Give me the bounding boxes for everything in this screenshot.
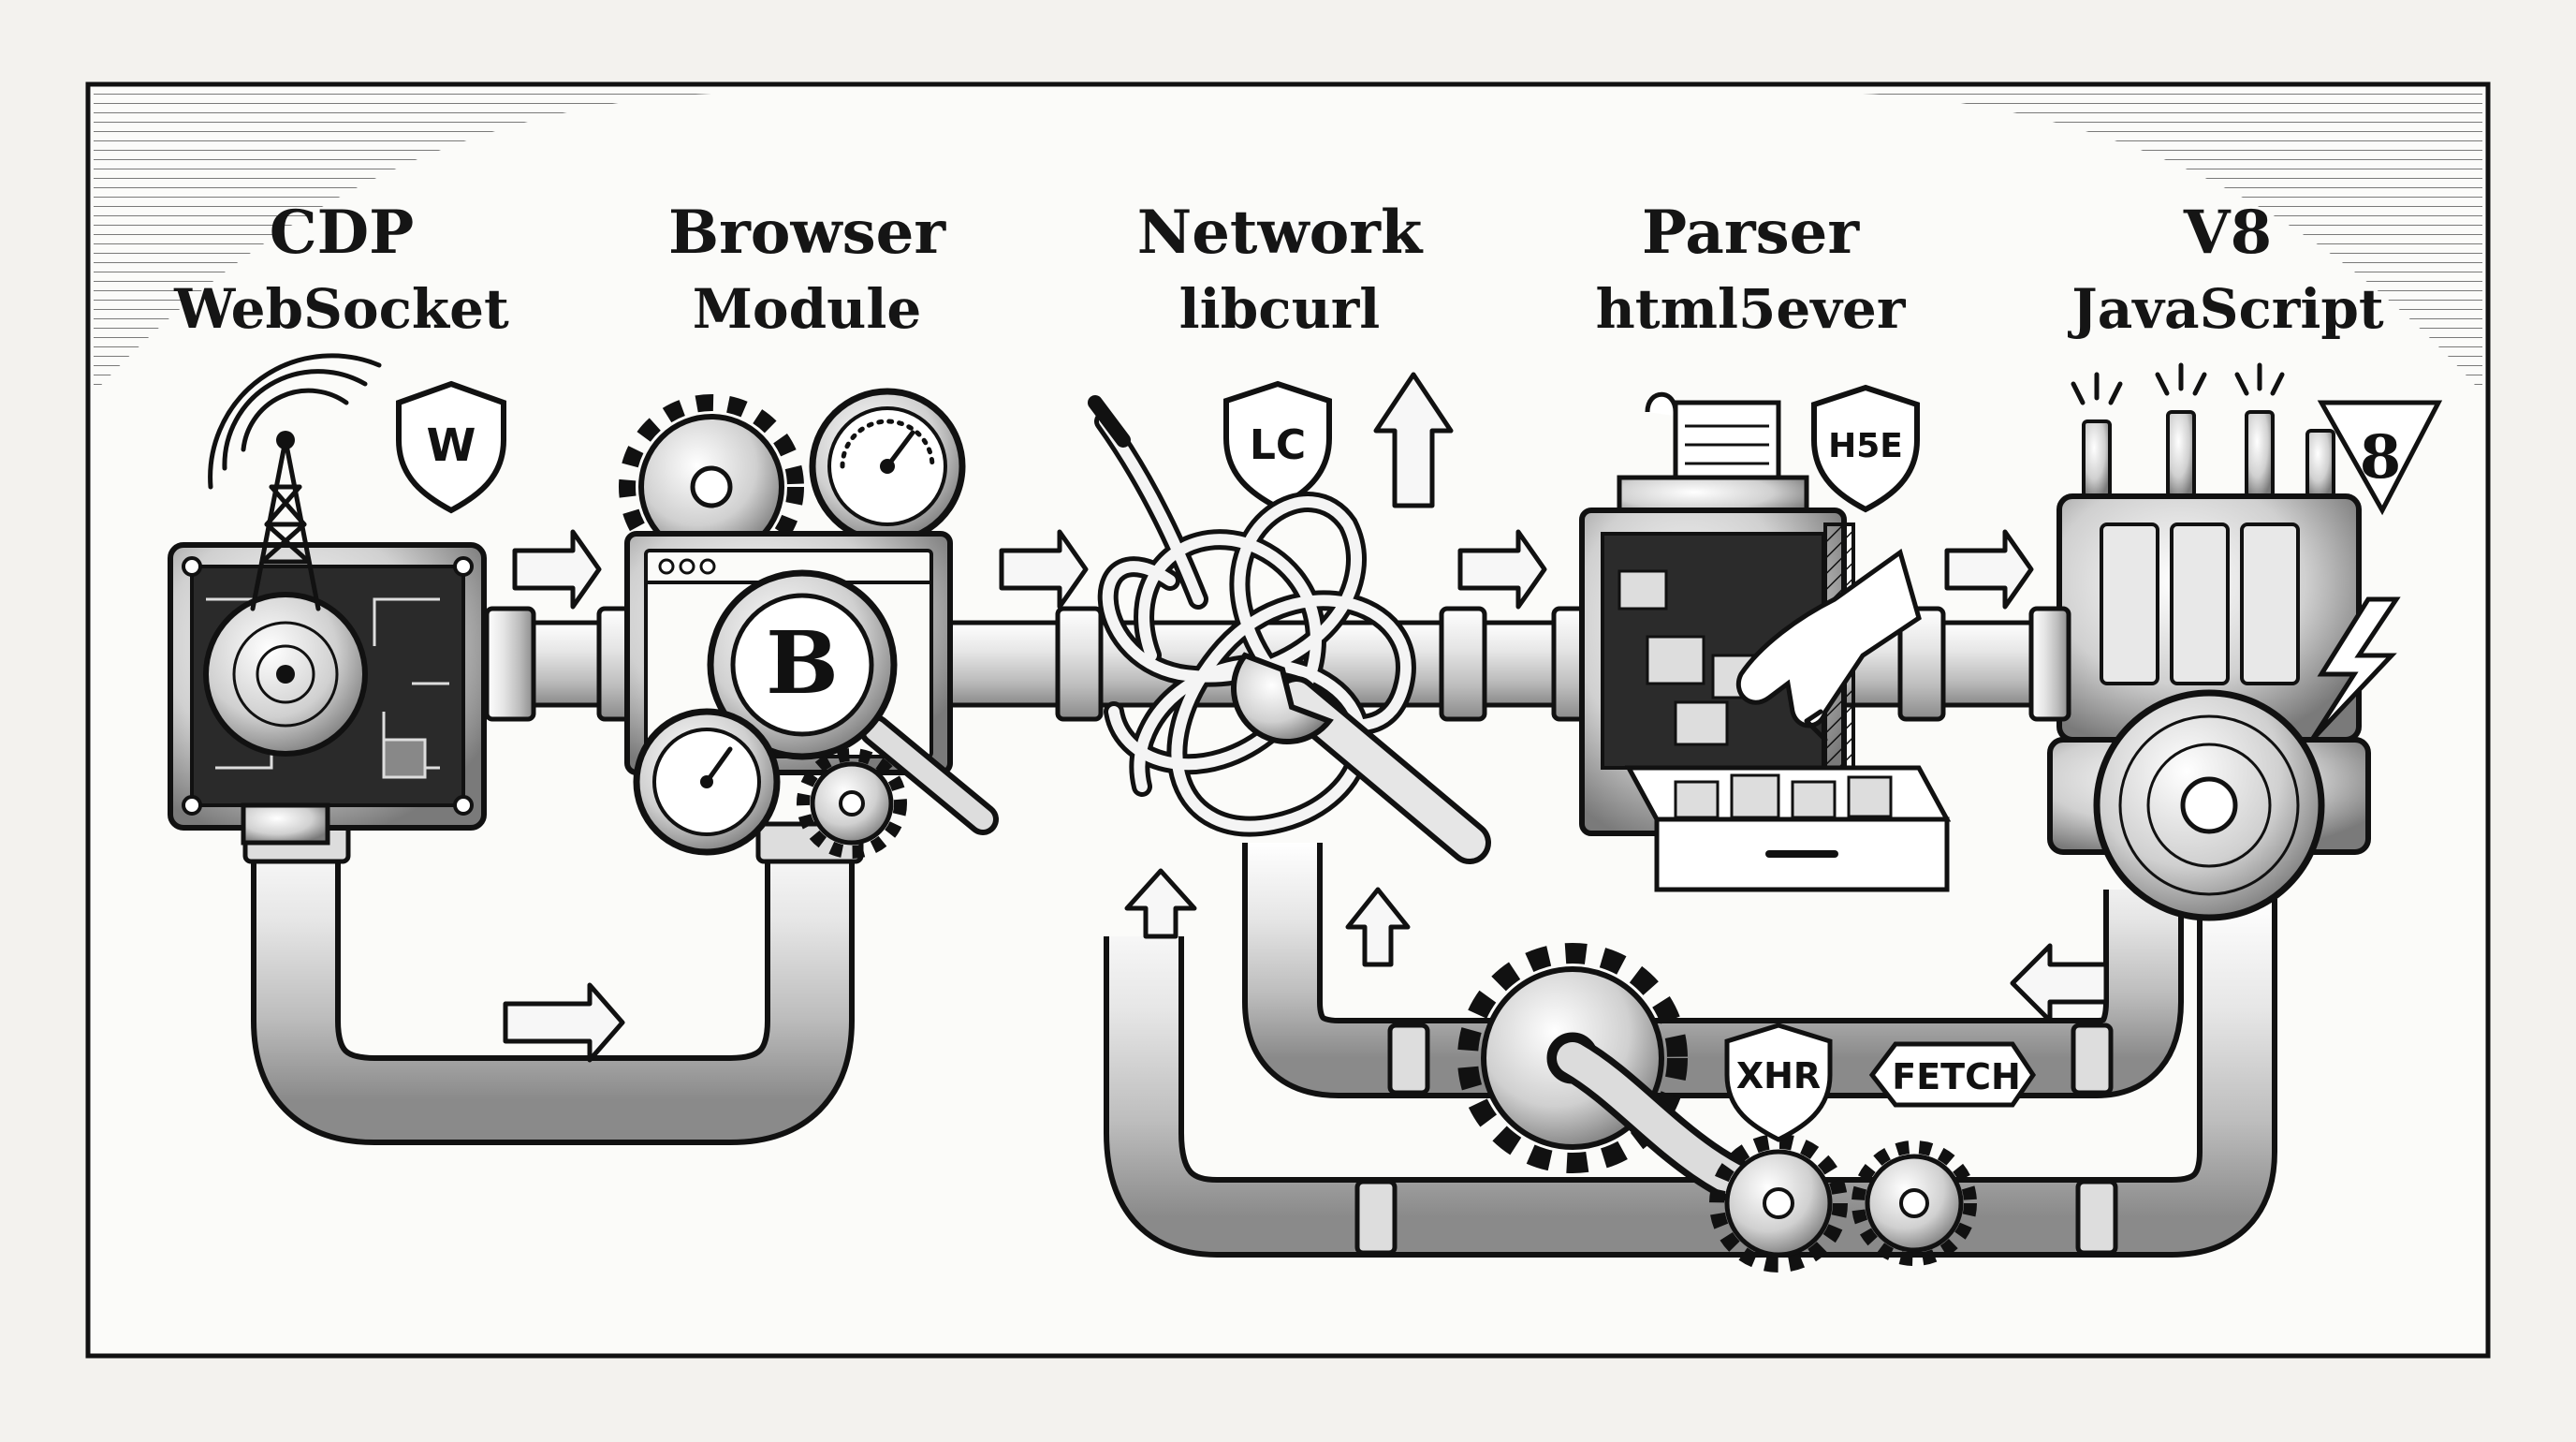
loop-pipes [1104, 843, 2277, 1258]
flywheel-icon [2093, 689, 2325, 921]
stage-2-subtitle: Module [693, 277, 922, 341]
xhr-label: XHR [1736, 1055, 1821, 1096]
arrow-right-icon [1944, 529, 2034, 610]
pipe-flange [1897, 606, 1946, 722]
v8-logo-icon: 8 [2317, 400, 2443, 516]
radio-tower-icon [250, 437, 321, 611]
gear-icon [1852, 1140, 1977, 1266]
stage-5-badge: 8 [2360, 422, 2402, 493]
stage-5-title: V8 [2183, 198, 2272, 268]
stage-4-badge: H5E [1828, 427, 1903, 465]
stage-3-title: Network [1137, 198, 1424, 268]
stage-1-title: CDP [270, 198, 415, 268]
stage-2-title: Browser [668, 198, 946, 268]
arrow-right-icon [503, 982, 625, 1063]
arrow-right-icon [999, 529, 1089, 610]
gear-icon [797, 748, 907, 859]
arrow-left-icon [2010, 943, 2109, 1023]
xhr-badge: XHR [1724, 1023, 1833, 1142]
shield-icon: LC [1223, 380, 1332, 511]
parser-html5ever-machine: H5E [1579, 384, 1952, 892]
wrench-icon [1230, 652, 1491, 864]
pipe-flange [1439, 606, 1487, 722]
lightning-icon [2309, 596, 2401, 742]
shield-icon: W [396, 380, 506, 514]
signal-waves [208, 353, 382, 490]
v8-javascript-engine: 8 [2028, 362, 2443, 921]
stage-4-subtitle: html5ever [1596, 277, 1907, 341]
xhr-fetch-loop: XHR FETCH [1457, 943, 2037, 1273]
network-libcurl-machine: LC [1088, 380, 1491, 864]
pipe-flange [1055, 606, 1104, 722]
flow-arrows [503, 372, 2109, 1063]
stage-2-badge: B [766, 612, 839, 714]
stage-5-subtitle: JavaScript [2067, 277, 2384, 341]
printer-machine-icon [1579, 508, 1952, 892]
corner-hatching-right [1863, 94, 2482, 393]
magnifier-icon: B [707, 569, 999, 835]
arrow-right-icon [1457, 529, 1547, 610]
stage-3-subtitle: libcurl [1179, 277, 1381, 341]
stage-1-badge: W [427, 419, 476, 472]
pressure-gauge-icon [809, 388, 966, 545]
arrow-right-icon [512, 529, 602, 610]
hand-icon [1735, 548, 1922, 743]
spark-lines [2071, 362, 2285, 405]
stage-3-badge: LC [1250, 421, 1306, 469]
corner-hatching-left [94, 94, 711, 393]
fetch-tag: FETCH [1868, 1041, 2037, 1108]
arrow-up-icon [1345, 887, 1411, 967]
spark-plug-icon [2082, 410, 2335, 498]
stage-labels: CDP WebSocket Browser Module Network lib… [173, 198, 2384, 341]
stage-1-subtitle: WebSocket [173, 277, 509, 341]
cable-plug [1088, 395, 1131, 448]
arrow-up-icon [1124, 868, 1197, 939]
shield-icon: H5E [1811, 384, 1920, 513]
browser-module-machine: B [619, 388, 999, 859]
fetch-label: FETCH [1892, 1056, 2021, 1097]
gear-icon [1709, 1134, 1848, 1273]
cdp-websocket-machine [168, 353, 487, 846]
pressure-gauge-icon [633, 708, 781, 856]
stage-4-title: Parser [1642, 198, 1860, 268]
arrow-up-icon [1373, 372, 1454, 508]
connector-flanges [484, 606, 536, 722]
